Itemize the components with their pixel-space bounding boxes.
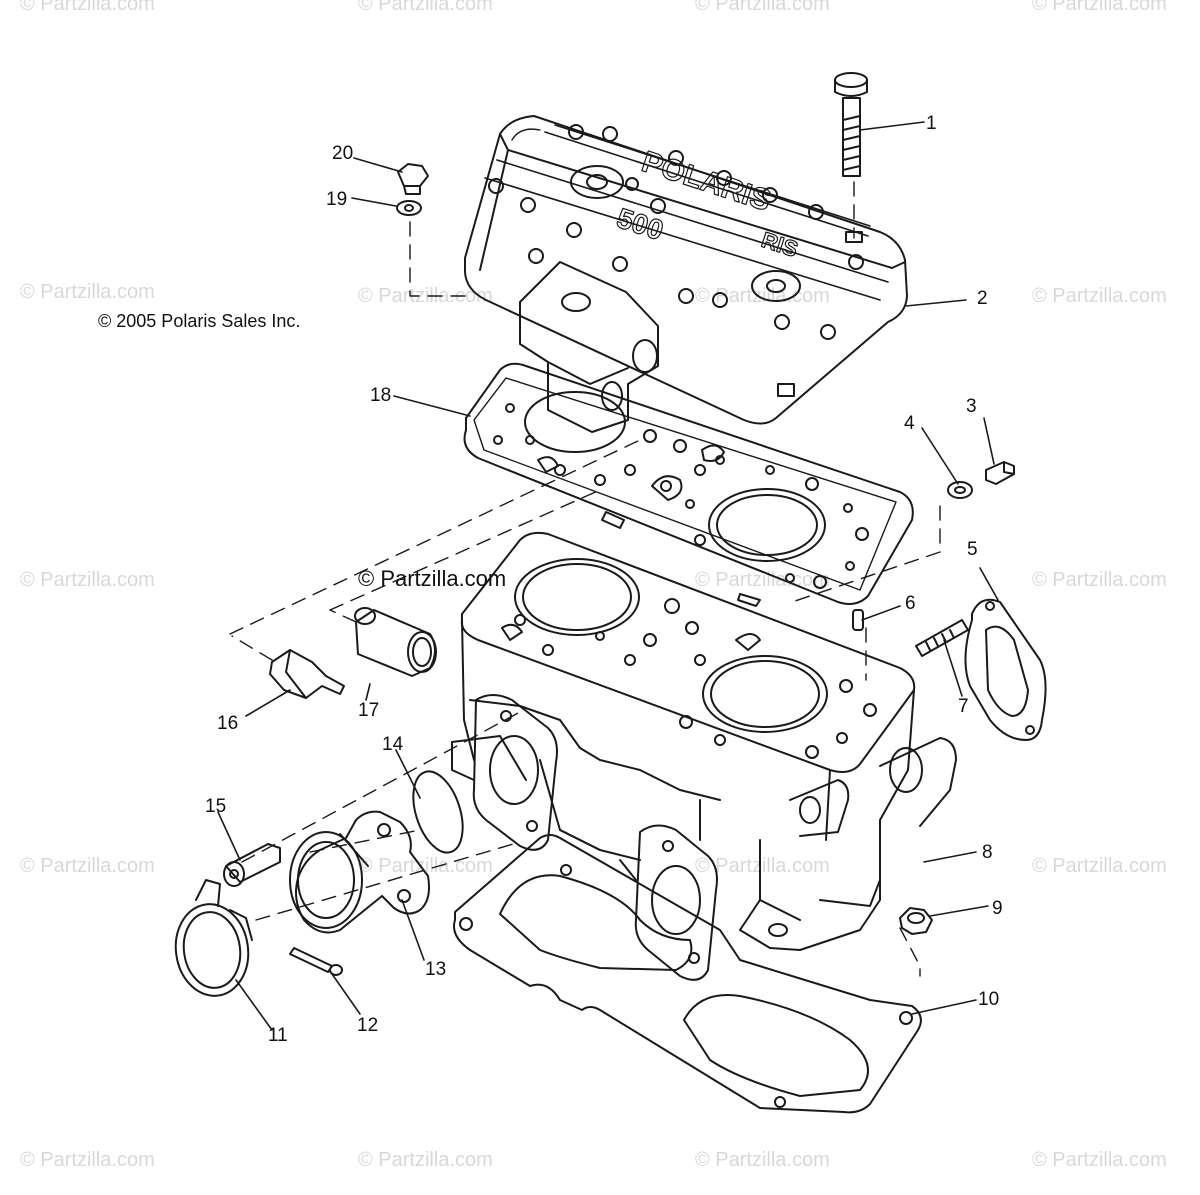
part-3-screw bbox=[985, 461, 1015, 485]
part-9-nut bbox=[899, 907, 933, 935]
watermark: © Partzilla.com bbox=[358, 285, 493, 307]
watermark: © Partzilla.com bbox=[20, 0, 155, 15]
thermostat-outlet-block bbox=[519, 261, 659, 433]
callout-11: 11 bbox=[268, 1025, 288, 1046]
watermark: © Partzilla.com bbox=[695, 1149, 830, 1171]
watermark: © Partzilla.com bbox=[20, 569, 155, 591]
assembly-lines bbox=[229, 181, 941, 977]
part-7-stud bbox=[915, 619, 969, 657]
watermark: © Partzilla.com bbox=[1032, 1149, 1167, 1171]
watermark: © Partzilla.com bbox=[358, 0, 493, 15]
part-14-o-ring bbox=[412, 770, 464, 854]
callout-3: 3 bbox=[966, 396, 977, 417]
callout-14: 14 bbox=[382, 734, 404, 755]
part-2-head-cover: POLARIS 500 RIS bbox=[464, 115, 908, 425]
callout-15: 15 bbox=[205, 796, 227, 817]
watermark: © Partzilla.com bbox=[695, 855, 830, 877]
callout-20: 20 bbox=[332, 143, 354, 164]
watermark: © Partzilla.com bbox=[358, 1149, 493, 1171]
callout-19: 19 bbox=[326, 189, 348, 210]
watermark: © Partzilla.com bbox=[20, 1149, 155, 1171]
part-13-outlet-elbow bbox=[289, 810, 430, 934]
svg-text:POLARIS: POLARIS bbox=[638, 145, 775, 218]
watermark: © Partzilla.com bbox=[695, 0, 830, 15]
part-15-fitting bbox=[223, 843, 281, 887]
part-1-bolt bbox=[834, 72, 868, 177]
part-17-thermostat bbox=[354, 607, 437, 677]
part-20-bleed-screw bbox=[397, 163, 429, 195]
part-5-gasket bbox=[964, 598, 1047, 741]
watermark: © Partzilla.com bbox=[358, 855, 493, 877]
callout-6: 6 bbox=[905, 593, 916, 614]
watermark: © Partzilla.com bbox=[20, 281, 155, 303]
part-16-temp-sensor bbox=[269, 649, 345, 699]
part-12-screw bbox=[289, 947, 343, 976]
part-19-washer bbox=[396, 200, 422, 216]
callout-10: 10 bbox=[978, 989, 1000, 1010]
callout-18: 18 bbox=[370, 385, 392, 406]
callout-8: 8 bbox=[982, 842, 993, 863]
part-10-base-gasket bbox=[453, 834, 922, 1114]
watermark: © Partzilla.com bbox=[20, 855, 155, 877]
part-18-head-gasket bbox=[463, 362, 914, 607]
watermark: © Partzilla.com bbox=[695, 285, 830, 307]
watermark: © Partzilla.com bbox=[1032, 285, 1167, 307]
copyright-notice: © 2005 Polaris Sales Inc. bbox=[98, 311, 301, 331]
watermark: © Partzilla.com bbox=[1032, 855, 1167, 877]
brand-mark: © Partzilla.com bbox=[358, 566, 507, 591]
callout-9: 9 bbox=[992, 898, 1003, 919]
watermark: © Partzilla.com bbox=[1032, 569, 1167, 591]
callout-1: 1 bbox=[926, 113, 937, 134]
leader-lines bbox=[217, 121, 999, 1031]
svg-text:500: 500 bbox=[613, 202, 667, 246]
svg-text:RIS: RIS bbox=[758, 227, 801, 262]
callout-17: 17 bbox=[358, 700, 380, 721]
cylinder-block bbox=[451, 531, 957, 981]
callout-12: 12 bbox=[357, 1015, 379, 1036]
callout-4: 4 bbox=[904, 413, 915, 434]
callout-7: 7 bbox=[958, 696, 969, 717]
part-4-washer bbox=[947, 481, 973, 499]
callout-5: 5 bbox=[967, 539, 978, 560]
part-11-clamp bbox=[174, 879, 253, 997]
callout-2: 2 bbox=[977, 288, 988, 309]
callout-13: 13 bbox=[425, 959, 447, 980]
watermark: © Partzilla.com bbox=[1032, 0, 1167, 15]
callout-16: 16 bbox=[217, 713, 239, 734]
